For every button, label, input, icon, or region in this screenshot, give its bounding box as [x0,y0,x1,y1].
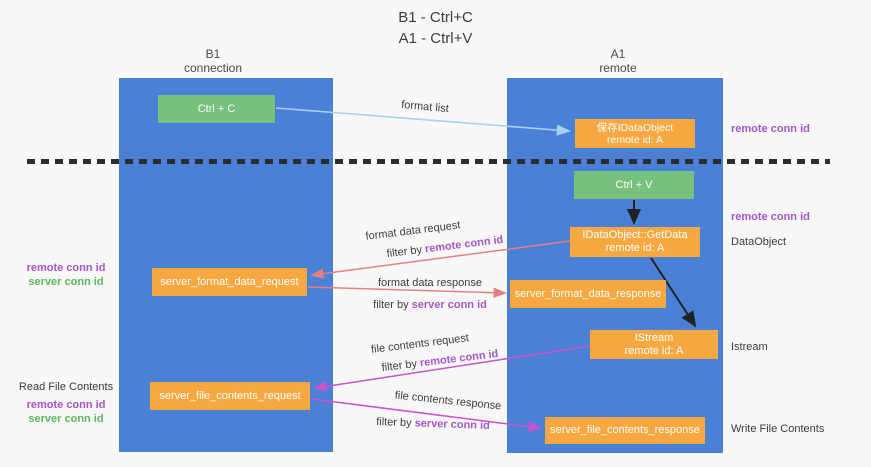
filter-by-prefix: filter by [381,357,421,375]
save-idataobject-box: 保存IDataObject remote id: A [575,119,695,148]
filter-by-prefix: filter by [373,299,412,311]
save-idataobject-line1: 保存IDataObject [596,121,674,134]
lane-b1-subtitle: connection [183,61,243,75]
filter-by-server-2-label: filter by server conn id [376,416,490,432]
filter-by-prefix: filter by [375,416,415,430]
filter-by-prefix: filter by [386,243,426,261]
istream-box: IStream remote id: A [590,330,718,359]
ctrl-c-box: Ctrl + C [158,95,275,123]
lane-header-a1: A1 remote [554,47,682,75]
lane-a1-title: A1 [610,47,626,61]
format-list-label: format list [400,98,450,116]
dataobject-label: DataObject [731,236,787,248]
istream-line1: IStream [634,331,674,344]
server-conn-id-highlight: server conn id [414,417,491,432]
istream-line2: remote id: A [624,344,684,357]
remote-conn-id-label-mid-left: remote conn id [26,262,106,274]
lane-b1-title: B1 [205,47,221,61]
dashed-divider [27,159,830,164]
filter-by-server-1-label: filter by server conn id [373,299,487,311]
write-file-contents-label: Write File Contents [731,423,825,435]
idataobject-getdata-line1: IDataObject::GetData [582,229,688,241]
lane-a1-subtitle: remote [599,61,637,75]
ctrl-v-box: Ctrl + V [574,171,694,199]
diagram-title: B1 - Ctrl+C A1 - Ctrl+V [0,7,871,49]
format-data-response-label: format data response [378,277,482,289]
read-file-contents-label: Read File Contents [18,381,114,393]
server-format-data-request-box: server_format_data_request [152,268,307,296]
server-format-data-request-label: server_format_data_request [160,275,299,288]
server-file-contents-response-box: server_file_contents_response [545,417,705,444]
title-line-2: A1 - Ctrl+V [398,30,473,47]
istream-side-label: Istream [731,341,768,353]
format-data-request-label: format data request [364,219,462,243]
ctrl-c-label: Ctrl + C [197,102,236,115]
server-file-contents-request-box: server_file_contents_request [150,382,310,410]
remote-conn-id-highlight: remote conn id [419,347,499,370]
remote-conn-id-label-mid-right: remote conn id [731,211,810,223]
server-conn-id-label-mid-left: server conn id [28,276,104,288]
file-contents-response-label: file contents response [394,389,502,413]
server-file-contents-request-label: server_file_contents_request [159,389,301,402]
idataobject-getdata-box: IDataObject::GetData remote id: A [570,227,700,257]
server-file-contents-response-label: server_file_contents_response [550,424,700,436]
save-idataobject-line2: remote id: A [606,133,664,146]
lane-header-b1: B1 connection [149,47,277,75]
idataobject-getdata-line2: remote id: A [605,242,665,254]
remote-conn-id-highlight: remote conn id [424,233,504,256]
server-format-data-response-box: server_format_data_response [510,280,666,308]
title-line-1: B1 - Ctrl+C [398,9,473,26]
ctrl-v-label: Ctrl + V [615,178,653,191]
server-conn-id-highlight: server conn id [411,299,487,311]
remote-conn-id-label-bottom-left: remote conn id [26,399,106,411]
remote-conn-id-label-top-right: remote conn id [731,123,810,135]
server-conn-id-label-bottom-left: server conn id [28,413,104,425]
server-format-data-response-label: server_format_data_response [514,287,662,300]
